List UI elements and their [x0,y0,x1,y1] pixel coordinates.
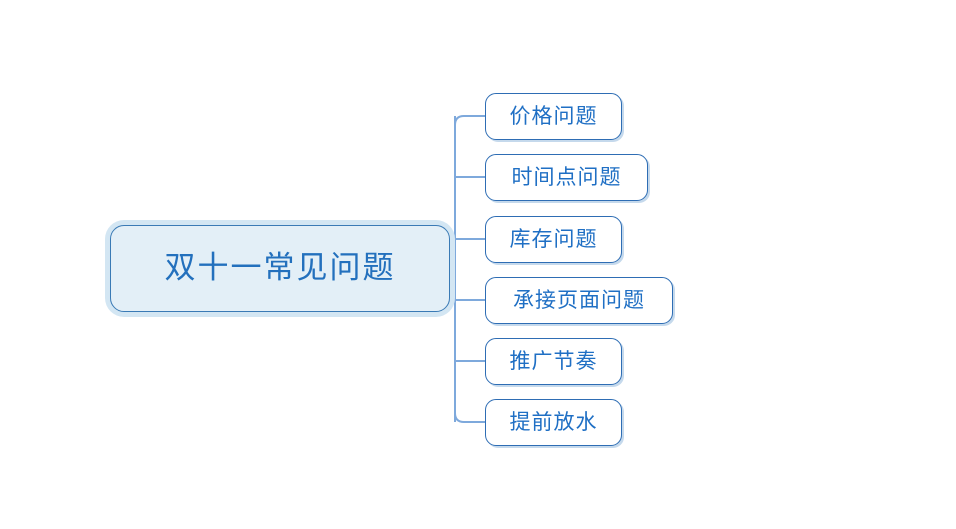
child-node-inventory[interactable]: 库存问题 [485,216,622,263]
child-node-landing-page[interactable]: 承接页面问题 [485,277,673,324]
child-node-label: 推广节奏 [509,349,598,373]
child-node-timing[interactable]: 时间点问题 [485,154,648,201]
root-node[interactable]: 双十一常见问题 [110,225,450,312]
child-node-early-release[interactable]: 提前放水 [485,399,622,446]
child-node-label: 时间点问题 [511,165,622,189]
child-node-price[interactable]: 价格问题 [485,93,622,140]
branch-line-1 [454,115,485,126]
child-node-label: 提前放水 [509,410,598,434]
child-node-label: 库存问题 [509,227,598,251]
child-node-label: 价格问题 [509,104,598,128]
root-node-label: 双十一常见问题 [164,250,396,286]
child-node-promotion-rhythm[interactable]: 推广节奏 [485,338,622,385]
child-node-label: 承接页面问题 [513,288,645,312]
branch-line-6 [454,412,485,423]
